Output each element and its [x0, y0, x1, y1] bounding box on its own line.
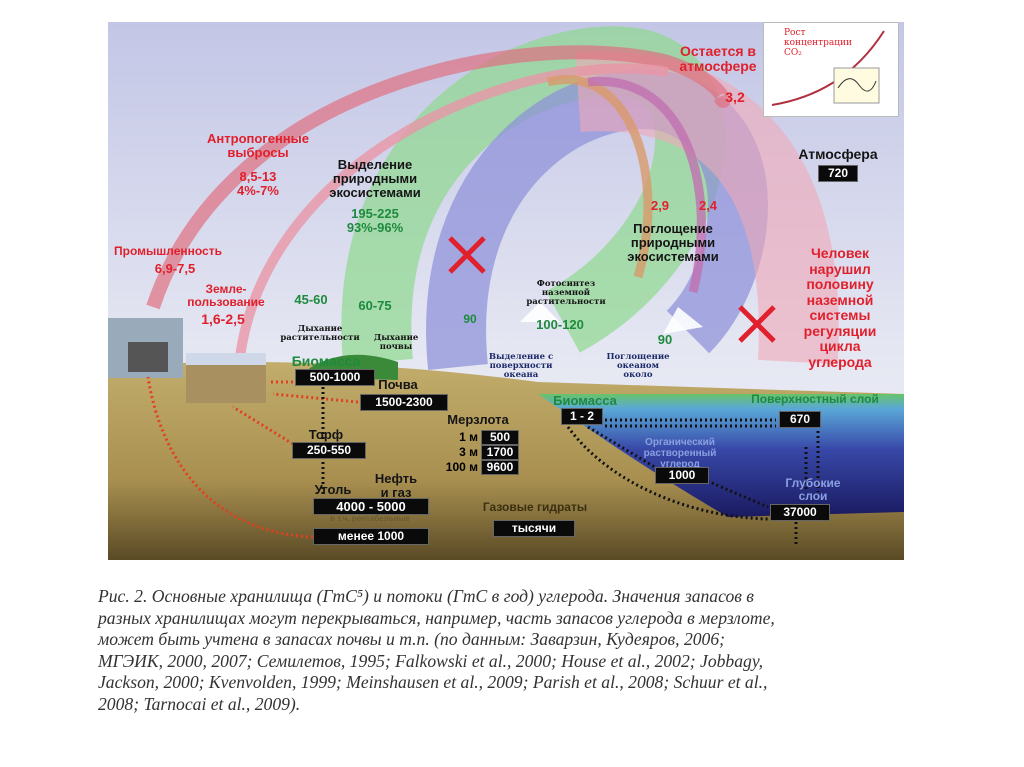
ocean-release-value: 90	[463, 312, 477, 326]
plant-respiration-value: 45-60	[294, 292, 328, 307]
coal-label: Уголь	[314, 482, 352, 497]
gas-hydrates-label: Газовые гидраты	[482, 500, 588, 514]
profitable-label: в т.ч. рентабельные	[330, 514, 410, 523]
ocean-biomass-label: Биомасса	[553, 393, 617, 408]
caption-line: 2008; Tarnocai et al., 2009).	[98, 693, 301, 714]
industry-label: Промышленность	[114, 244, 222, 258]
inset-title-line: концентрации	[784, 38, 853, 48]
industry-value: 6,9-7,5	[154, 261, 196, 276]
surface-layer-value: 670	[779, 411, 821, 428]
landuse-value: 1,6-2,5	[201, 311, 245, 327]
ocean-biomass-value: 1 - 2	[561, 408, 603, 425]
inset-title-line: Рост	[784, 28, 806, 38]
profitable-value: менее 1000	[313, 528, 429, 545]
photosynthesis-value: 100-120	[536, 317, 584, 332]
caption-line: может быть учтена в запасах почвы и т.п.…	[98, 629, 725, 650]
caption-line: Рис. 2. Основные хранилища (ГтС⁵) и пото…	[98, 586, 754, 606]
land-biomass-label: Биомасса	[291, 353, 361, 369]
inset-title-line: CO₂	[784, 48, 802, 58]
co2-curve	[771, 30, 885, 106]
remains-value: 3,2	[725, 89, 745, 105]
land-uptake-value: 2,9	[650, 198, 670, 213]
permafrost-label: Мерзлота	[447, 412, 509, 427]
land-biomass-value: 500-1000	[295, 369, 375, 386]
ocean-uptake-small-value: 2,4	[698, 198, 718, 213]
caption-line: Jackson, 2000; Kvenvolden, 1999; Meinsha…	[98, 672, 768, 693]
peat-label: Торф	[308, 427, 344, 442]
atmosphere-value: 720	[818, 165, 858, 182]
atmosphere-label: Атмосфера	[798, 146, 878, 162]
peat-value: 250-550	[292, 442, 366, 459]
figure-caption: Рис. 2. Основные хранилища (ГтС⁵) и пото…	[98, 586, 920, 716]
doc-value: 1000	[655, 467, 709, 484]
soil-label: Почва	[378, 377, 418, 392]
ocean-uptake-value: 90	[657, 332, 673, 347]
gas-hydrates-value: тысячи	[493, 520, 575, 537]
fossil-fuel-value: 4000 - 5000	[313, 498, 429, 515]
soil-respiration-value: 60-75	[358, 298, 392, 313]
deep-layers-value: 37000	[770, 504, 830, 521]
caption-line: разных хранилищах могут перекрываться, н…	[98, 607, 775, 628]
landuse-label: Земле-пользование	[187, 282, 265, 309]
caption-line: МГЭИК, 2000, 2007; Семилетов, 1995; Falk…	[98, 650, 764, 671]
soil-value: 1500-2300	[360, 394, 448, 411]
co2-growth-inset-chart: Рост концентрации CO₂	[763, 22, 899, 117]
surface-layer-label: Поверхностный слой	[751, 392, 879, 406]
